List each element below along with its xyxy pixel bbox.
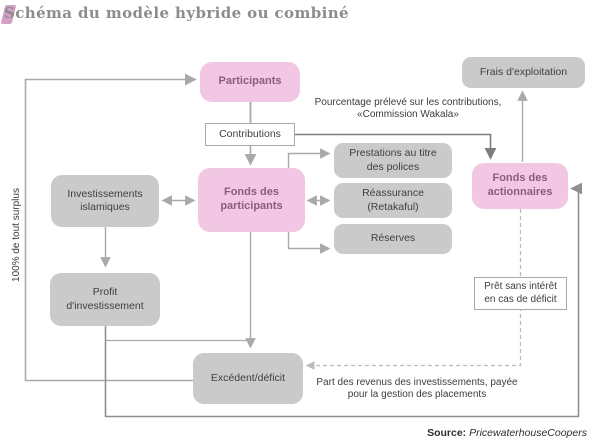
node-fonds-participants: Fonds des participants: [198, 168, 305, 232]
node-pret-sans-interet: Prêt sans intérêt en cas de déficit: [474, 277, 567, 310]
node-participants-label: Participants: [218, 75, 282, 88]
node-prestations: Prestations au titre des polices: [334, 143, 452, 178]
arrow-fonds-reserves: [287, 232, 331, 254]
node-contributions-label: Contributions: [219, 127, 281, 140]
node-excedent-deficit: Excédent/déficit: [193, 353, 303, 404]
note-surplus: 100% de tout surplus: [11, 188, 22, 282]
node-fonds-actionnaires: Fonds des actionnaires: [472, 163, 568, 209]
arrow-surplus-loop: [24, 73, 197, 382]
arrow-contributions-fonds-actionnaires: [294, 133, 497, 160]
page-title: Schéma du modèle hybride ou combiné: [4, 4, 349, 22]
node-investissements: Investissements islamiques: [51, 175, 159, 227]
node-fonds-actionnaires-label: Fonds des actionnaires: [487, 172, 553, 198]
node-profit-investissement-label: Profit d'investissement: [66, 286, 144, 312]
arrow-profit-actionnaires: [104, 182, 583, 418]
node-frais-exploitation-label: Frais d'exploitation: [479, 65, 568, 78]
source-line: Source: PricewaterhouseCoopers: [427, 427, 587, 439]
note-gestion-placements: Part des revenus des investissements, pa…: [316, 377, 518, 400]
arrow-fonds-prestations: [287, 148, 331, 168]
source-label: Source:: [427, 427, 467, 439]
node-reassurance-label: Réassurance (Retakaful): [362, 187, 424, 213]
node-fonds-participants-label: Fonds des participants: [220, 186, 283, 212]
node-reserves: Réserves: [334, 224, 452, 254]
node-excedent-deficit-label: Excédent/déficit: [210, 371, 286, 384]
node-investissements-label: Investissements islamiques: [67, 187, 143, 213]
node-pret-sans-interet-label: Prêt sans intérêt en cas de déficit: [484, 281, 557, 305]
node-reassurance: Réassurance (Retakaful): [334, 183, 452, 218]
node-participants: Participants: [200, 62, 300, 102]
node-frais-exploitation: Frais d'exploitation: [462, 57, 585, 88]
node-contributions: Contributions: [205, 123, 295, 146]
source-value: PricewaterhouseCoopers: [469, 427, 587, 439]
node-profit-investissement: Profit d'investissement: [50, 273, 160, 326]
node-prestations-label: Prestations au titre des polices: [349, 147, 437, 173]
node-reserves-label: Réserves: [370, 232, 416, 245]
arrow-pret-dashed: [305, 209, 522, 371]
note-commission-wakala: Pourcentage prélevé sur les contribution…: [314, 97, 502, 120]
